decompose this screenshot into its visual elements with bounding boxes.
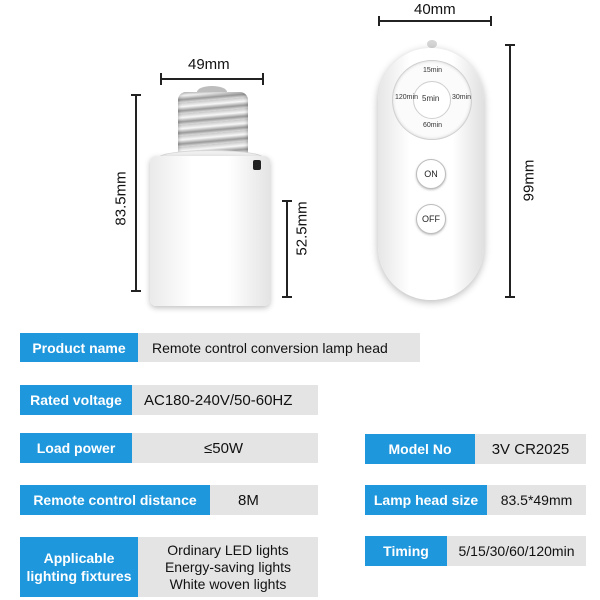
dial-label-top: 15min [423,67,443,74]
applicable-fixtures-value: Ordinary LED lights Energy-saving lights… [138,537,318,597]
remote-width-tick-right [490,16,492,26]
load-power-value: ≤50W [132,433,318,463]
remote-width-label: 40mm [414,1,456,18]
applicable-fixtures-label-line1: Applicable [43,550,115,566]
dial-label-bottom: 60min [423,122,443,129]
lamp-socket-body [150,156,270,306]
socket-height-tick-bottom [131,290,141,292]
lamp-head-size-label: Lamp head size [365,485,487,515]
socket-height-tick-top [131,94,141,96]
remote-distance-value: 8M [210,485,318,515]
remote-on-button: ON [416,159,446,189]
model-no-label: Model No [365,434,475,464]
remote-width-tick-left [378,16,380,26]
timing-value: 5/15/30/60/120min [447,536,586,566]
dial-label-left: 120min [395,94,418,101]
socket-width-line [160,78,264,80]
e27-screw-base [178,92,248,156]
remote-height-line [509,44,511,298]
remote-width-line [378,20,492,22]
applicable-fixtures-label-line2: lighting fixtures [26,568,132,584]
socket-width-tick-left [160,73,162,85]
product-name-value: Remote control conversion lamp head [138,333,420,362]
dial-label-right: 30min [452,94,472,101]
fixture-item: White woven lights [169,575,287,592]
socket-height-line [135,94,137,292]
dial-center-button [413,81,451,119]
lamp-head-size-value: 83.5*49mm [487,485,586,515]
rated-voltage-value: AC180-240V/50-60HZ [132,385,318,415]
remote-height-tick-bottom [505,296,515,298]
model-no-value: 3V CR2025 [475,434,586,464]
remote-height-tick-top [505,44,515,46]
socket-height-label: 83.5mm [112,171,130,226]
remote-distance-label: Remote control distance [20,485,210,515]
product-name-label: Product name [20,333,138,362]
applicable-fixtures-label: Applicable lighting fixtures [20,537,138,597]
fixture-item: Ordinary LED lights [167,541,289,558]
socket-switch [253,160,261,170]
fixture-item: Energy-saving lights [164,558,292,575]
dial-label-center: 5min [422,94,440,103]
socket-width-tick-right [262,73,264,85]
rated-voltage-label: Rated voltage [20,385,132,415]
load-power-label: Load power [20,433,132,463]
remote-led [427,40,437,48]
socket-body-height-tick-top [282,200,292,202]
timing-label: Timing [365,536,447,566]
socket-body-height-line [286,200,288,298]
socket-body-height-tick-bottom [282,296,292,298]
remote-off-button: OFF [416,204,446,234]
socket-width-label: 49mm [188,56,230,73]
remote-height-label: 99mm [520,159,538,202]
socket-body-height-label: 52.5mm [293,201,311,256]
